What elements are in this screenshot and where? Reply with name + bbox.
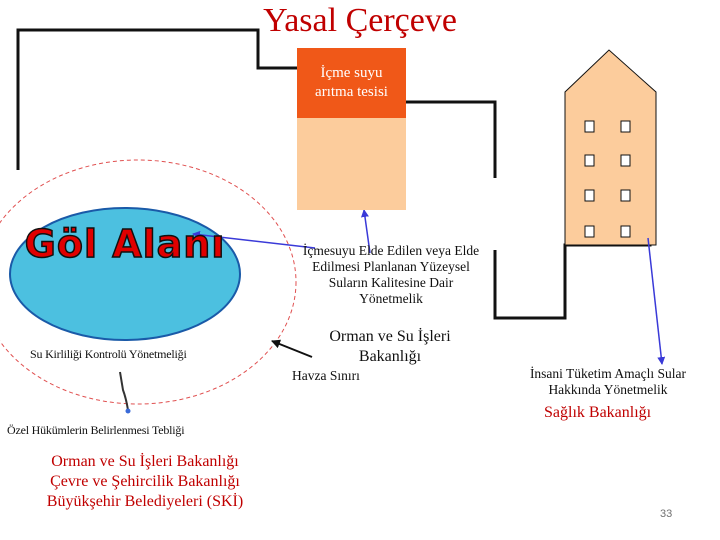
- lake-label: Göl Alanı: [24, 221, 226, 267]
- pipe-lake-to-plant: [16, 28, 297, 170]
- authority-item: Büyükşehir Belediyeleri (SKİ): [46, 493, 244, 510]
- page-title: Yasal Çerçeve: [263, 2, 457, 39]
- basin-boundary: [0, 159, 297, 405]
- arrow-regulation-to-plant: [361, 209, 371, 254]
- drinking-water-regulation-label: İçmesuyu Elde Edilen veya Elde Edilmesi …: [302, 243, 480, 306]
- authority-item: Çevre ve Şehircilik Bakanlığı: [50, 473, 240, 490]
- ministry-health-label: Sağlık Bakanlığı: [544, 404, 652, 421]
- arrow-to-basin-boundary: [271, 339, 313, 358]
- authorities-list: Orman ve Su İşleri Bakanlığı Çevre ve Şe…: [25, 452, 265, 512]
- treatment-plant-header: İçme suyu arıtma tesisi: [297, 48, 406, 118]
- arrow-lake-outflow-tip: [125, 408, 131, 414]
- water-pollution-regulation-label: Su Kirliliği Kontrolü Yönetmeliği: [30, 347, 187, 361]
- special-provisions-notice-label: Özel Hükümlerin Belirlenmesi Tebliği: [7, 423, 185, 437]
- treatment-plant: İçme suyu arıtma tesisi: [297, 48, 406, 210]
- basin-boundary-label: Havza Sınırı: [292, 368, 360, 383]
- ministry-forestry-water-label: Orman ve Su İşleri Bakanlığı: [329, 328, 451, 365]
- treatment-plant-label: İçme suyu arıtma tesisi: [315, 65, 388, 100]
- page-number: 33: [660, 508, 673, 520]
- pipe-plant-to-building: [406, 100, 497, 178]
- lake-area: [9, 207, 241, 341]
- human-consumption-regulation-label: İnsani Tüketim Amaçlı Sular Hakkında Yön…: [529, 366, 687, 397]
- arrow-building-tap: [647, 237, 666, 365]
- authority-item: Orman ve Su İşleri Bakanlığı: [51, 453, 239, 470]
- arrow-regulation-to-lake: [192, 230, 316, 249]
- arrow-lake-outflow: [119, 371, 129, 411]
- residential-building: [564, 49, 657, 246]
